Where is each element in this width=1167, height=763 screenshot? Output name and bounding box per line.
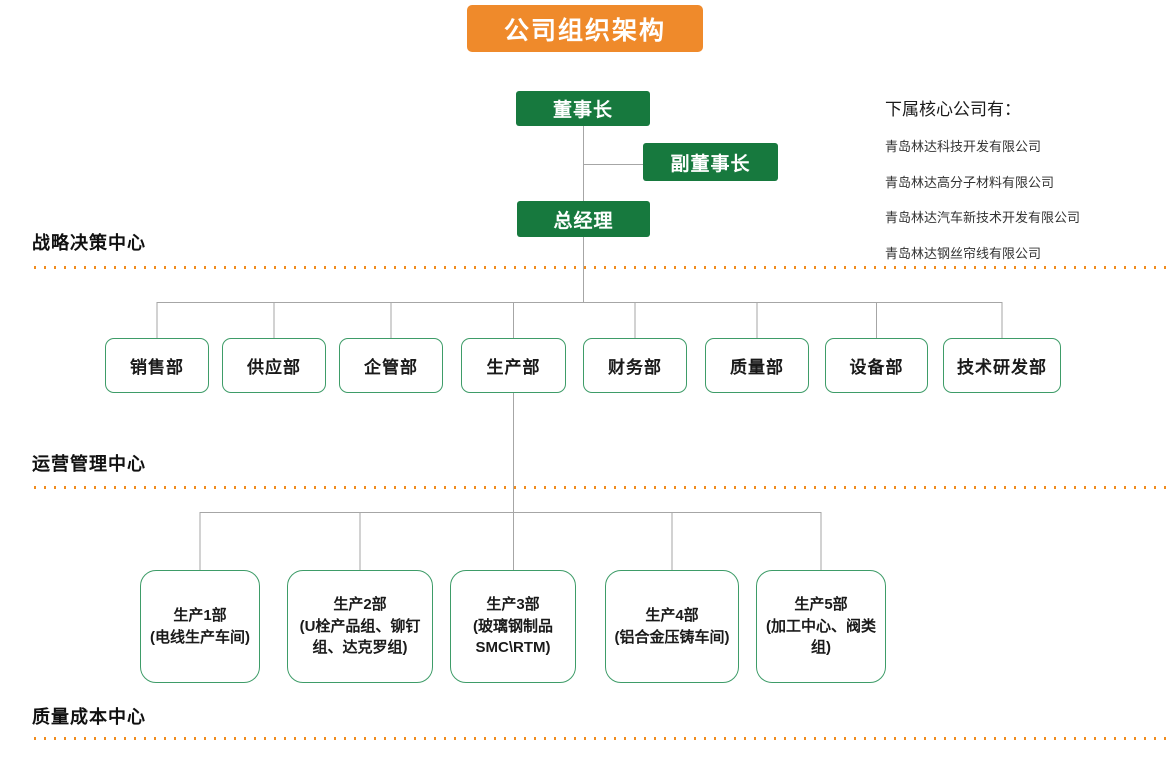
divider-quality [34, 737, 1167, 740]
section-label-strategic: 战略决策中心 [32, 233, 146, 253]
subsidiary-item: 青岛林达汽车新技术开发有限公司 [885, 210, 1081, 225]
prod-detail: (U栓产品组、铆钉组、达克罗组) [299, 617, 421, 657]
prod-name: 生产5部 [794, 595, 848, 613]
prod-detail: (铝合金压铸车间) [614, 628, 730, 646]
prod-name: 生产3部 [486, 595, 540, 613]
prod-detail: (加工中心、阀类组) [766, 617, 876, 657]
prod-detail: (玻璃钢制品 SMC\RTM) [473, 617, 553, 657]
divider-strategic [34, 266, 1167, 269]
prod-box-4: 生产4部 (铝合金压铸车间) [605, 570, 739, 683]
dept-box-quality: 质量部 [705, 338, 809, 393]
dept-box-sales: 销售部 [105, 338, 209, 393]
prod-name: 生产1部 [173, 606, 227, 624]
subsidiary-item: 青岛林达科技开发有限公司 [885, 139, 1042, 154]
subsidiary-item: 青岛林达高分子材料有限公司 [885, 174, 1055, 190]
dept-box-rnd: 技术研发部 [943, 338, 1061, 393]
dept-box-enterprise: 企管部 [339, 338, 443, 393]
page-title: 公司组织架构 [467, 5, 703, 52]
divider-operations [34, 486, 1167, 489]
node-chairman: 董事长 [516, 91, 650, 126]
subsidiary-item: 青岛林达钢丝帘线有限公司 [885, 245, 1042, 261]
dept-box-production: 生产部 [461, 338, 566, 393]
prod-box-5: 生产5部 (加工中心、阀类组) [756, 570, 886, 683]
section-label-operations: 运营管理中心 [32, 454, 146, 474]
dept-box-supply: 供应部 [222, 338, 326, 393]
dept-box-finance: 财务部 [583, 338, 687, 393]
subsidiaries-header: 下属核心公司有： [885, 100, 1021, 119]
prod-box-1: 生产1部 (电线生产车间) [140, 570, 260, 683]
prod-name: 生产4部 [645, 606, 699, 624]
dept-box-equipment: 设备部 [825, 338, 928, 393]
prod-box-2: 生产2部 (U栓产品组、铆钉组、达克罗组) [287, 570, 433, 683]
prod-box-3: 生产3部 (玻璃钢制品 SMC\RTM) [450, 570, 576, 683]
section-label-quality: 质量成本中心 [32, 707, 146, 727]
node-vice-chairman: 副董事长 [643, 143, 778, 181]
prod-detail: (电线生产车间) [150, 628, 250, 646]
node-general-manager: 总经理 [517, 201, 650, 237]
subsidiaries-list: 下属核心公司有： 青岛林达科技开发有限公司 青岛林达高分子材料有限公司 青岛林达… [885, 95, 1155, 278]
prod-name: 生产2部 [333, 595, 387, 613]
